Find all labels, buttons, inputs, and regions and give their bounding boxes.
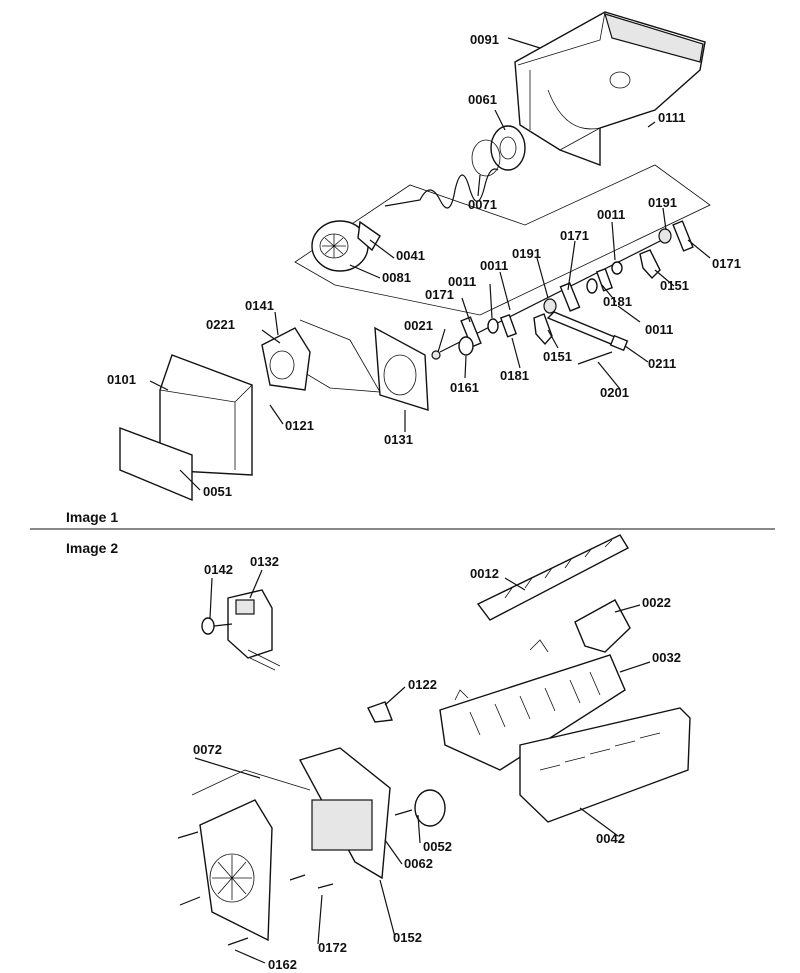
auger-wheel-part [311,220,369,272]
callout-0071: 0071 [468,197,497,212]
auger-kit-outline [294,164,711,316]
callout-0161: 0161 [450,380,479,395]
callout-0171-b: 0171 [712,256,741,271]
door-panel-part [119,426,193,502]
callout-0032: 0032 [652,650,681,665]
section-caption-image-2: Image 2 [66,540,118,556]
ejector-part [476,534,629,621]
crusher-shaft-assembly [431,220,694,360]
callout-0091: 0091 [470,32,499,47]
callout-0011-c: 0011 [448,274,476,289]
callout-0132: 0132 [250,554,279,569]
thermostat-screw-part [201,617,233,635]
callout-0171-a: 0171 [560,228,589,243]
callout-0012: 0012 [470,566,499,581]
callout-0141: 0141 [245,298,274,313]
callout-0101: 0101 [107,372,136,387]
module-screws [177,831,334,946]
callout-0181-a: 0181 [603,294,632,309]
callout-0042: 0042 [596,831,625,846]
section-caption-image-1: Image 1 [66,509,118,525]
callout-0011-b: 0011 [480,258,508,273]
front-door-part [159,354,253,476]
auger-hub-part [490,125,526,171]
mold-cover-part [574,599,631,653]
callout-0172: 0172 [318,940,347,955]
callout-0052: 0052 [423,839,452,854]
drive-motor-part [394,789,446,827]
callout-0051: 0051 [203,484,232,499]
callout-0191-b: 0191 [512,246,541,261]
mold-rail-part [519,707,691,823]
control-module-part [191,747,391,942]
callout-0131: 0131 [384,432,413,447]
callouts-image-2: 0142 0132 0012 0022 0032 0122 0072 0052 … [193,554,681,972]
callout-0191-a: 0191 [648,195,677,210]
callout-0211: 0211 [648,356,676,371]
mold-clip-part [367,701,393,723]
callout-0151-b: 0151 [543,349,572,364]
leader-lines-image-2 [194,569,651,964]
callout-0011-d: 0011 [645,322,673,337]
callout-0011-a: 0011 [597,207,625,222]
callout-0022: 0022 [642,595,671,610]
callout-0021: 0021 [404,318,433,333]
callout-0171-c: 0171 [425,287,454,302]
door-kit-outline [299,319,381,393]
callout-0142: 0142 [204,562,233,577]
callout-0041: 0041 [396,248,425,263]
callout-0061: 0061 [468,92,497,107]
thermostat-bracket-part [227,589,281,671]
crusher-bar-part [546,311,629,352]
auger-ring-part [471,139,501,177]
callout-0152: 0152 [393,930,422,945]
callout-0121: 0121 [285,418,314,433]
callout-0111: 0111 [658,110,686,125]
ice-mold-part [439,639,626,771]
callouts-image-1: 0091 0061 0111 0071 0041 0081 0011 0191 … [107,32,741,499]
callout-0181-b: 0181 [500,368,529,383]
callout-0162: 0162 [268,957,297,972]
callout-0062: 0062 [404,856,433,871]
crusher-pin-part [577,351,613,365]
leader-lines-image-1 [149,37,711,491]
callout-0072: 0072 [193,742,222,757]
housing-plate-part [374,326,429,411]
callout-0122: 0122 [408,677,437,692]
callout-0151-a: 0151 [660,278,689,293]
callout-0081: 0081 [382,270,411,285]
ice-bucket-part [514,11,706,167]
motor-bracket-part [261,327,311,391]
callout-0201: 0201 [600,385,629,400]
callout-0221: 0221 [206,317,235,332]
